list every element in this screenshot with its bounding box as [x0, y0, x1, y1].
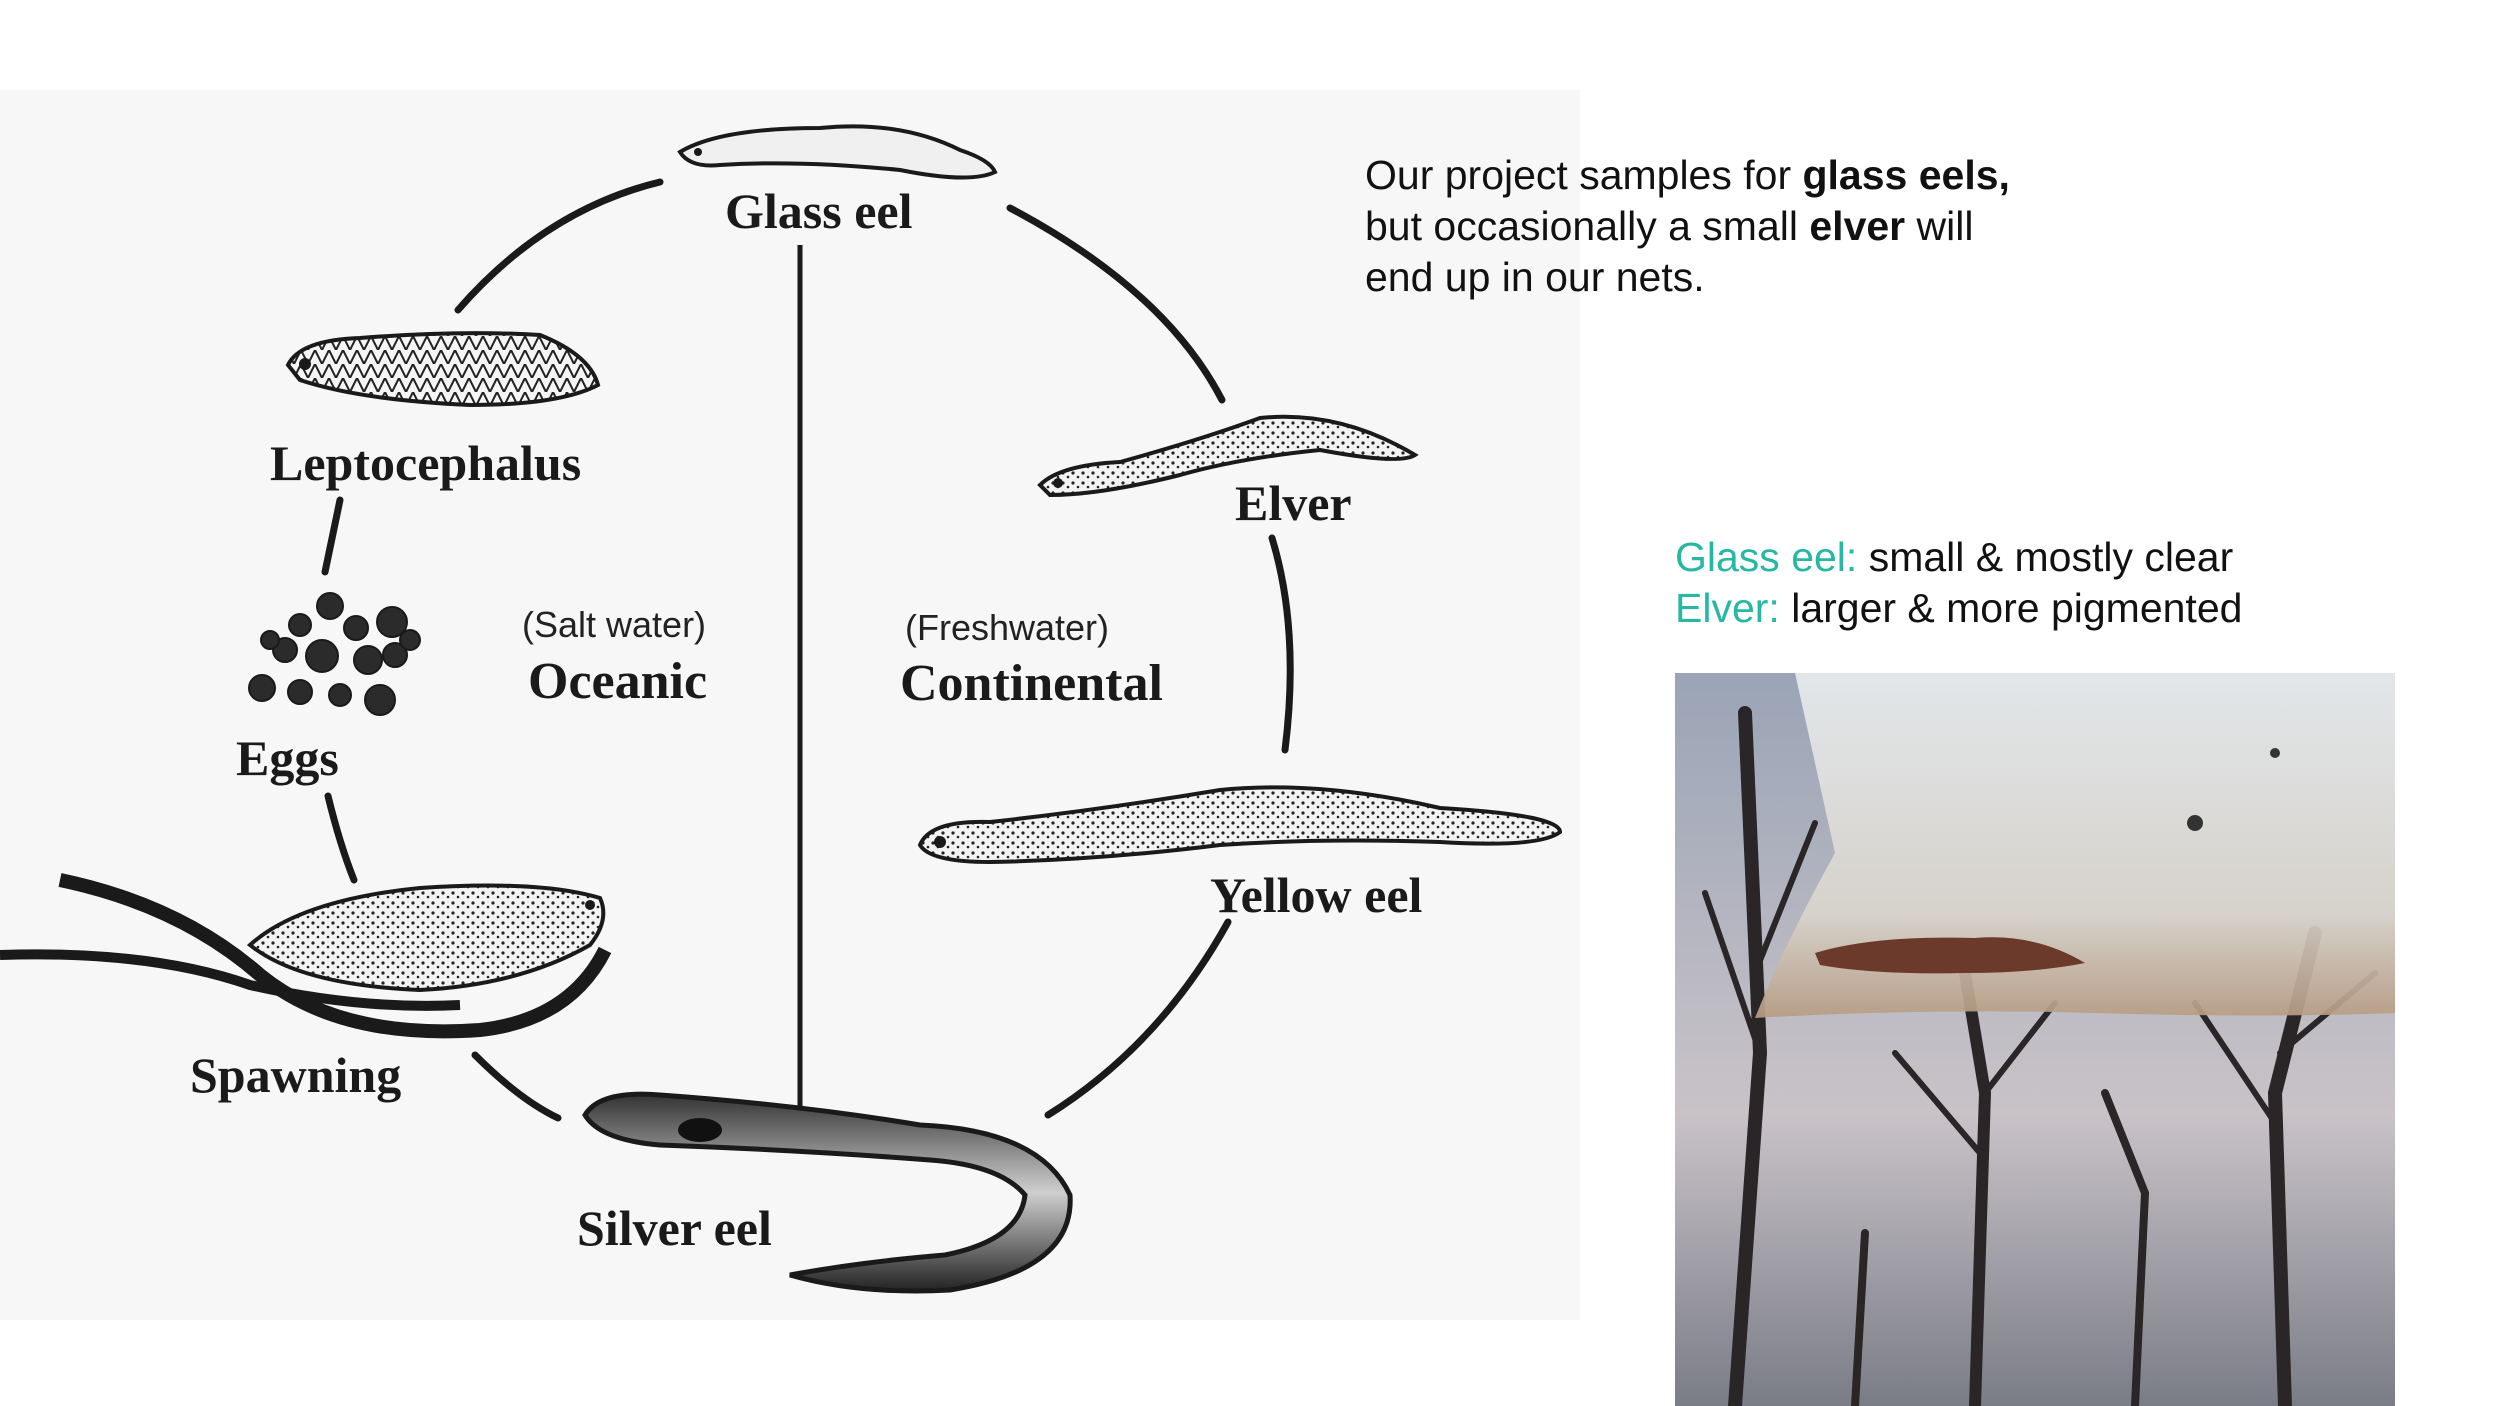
label-freshwater: (Freshwater): [905, 607, 1109, 648]
connector-spawning-to-silver: [471, 1051, 562, 1122]
eel-life-cycle-diagram: Glass eel Leptocephalus Elver Eggs Yello…: [0, 124, 1563, 1294]
glass-eel-illustration: [677, 124, 998, 180]
label-elver: Elver: [1235, 475, 1352, 531]
leptocephalus-illustration: [285, 331, 601, 408]
sample-bag-photo: [1675, 673, 2395, 1406]
eggs-illustration: [248, 592, 421, 716]
label-silver-eel: Silver eel: [577, 1200, 772, 1256]
label-spawning: Spawning: [190, 1047, 401, 1103]
water-bag: [1755, 673, 2395, 1018]
elver-emphasis: elver: [1809, 203, 1906, 249]
intro-line-3: end up in our nets.: [1365, 254, 1705, 300]
label-leptocephalus: Leptocephalus: [270, 435, 581, 491]
label-yellow-eel: Yellow eel: [1210, 867, 1423, 923]
legend-glass-eel: Glass eel: small & mostly clear: [1675, 534, 2234, 580]
spawning-illustration: [0, 873, 612, 1039]
label-continental: Continental: [900, 655, 1163, 712]
connector-yellow-to-silver: [1044, 918, 1232, 1119]
project-description: Our project samples for glass eels, but …: [1365, 150, 2125, 303]
comparison-legend: Glass eel: small & mostly clear Elver: l…: [1675, 532, 2435, 634]
connector-lepto-to-eggs: [321, 496, 344, 576]
connector-eggs-to-spawning: [324, 792, 358, 884]
connector-glass-to-elver: [1006, 204, 1226, 404]
legend-elver: Elver: larger & more pigmented: [1675, 585, 2243, 631]
connector-elver-to-yellow: [1268, 534, 1294, 754]
cycle-connectors: [321, 178, 1294, 1122]
eel-in-bag: [1815, 937, 2085, 974]
legend-glass-term: Glass eel:: [1675, 534, 1858, 580]
connector-leptocephalus-to-glass: [454, 178, 664, 314]
silver-eel-illustration: [582, 1091, 1073, 1294]
yellow-eel-illustration: [917, 785, 1563, 865]
label-glass-eel: Glass eel: [725, 183, 913, 239]
label-oceanic: Oceanic: [528, 653, 707, 710]
intro-line-1: Our project samples for glass eels,: [1365, 152, 2010, 198]
intro-line-2: but occasionally a small elver will: [1365, 203, 1974, 249]
label-eggs: Eggs: [236, 730, 339, 786]
glass-eels-emphasis: glass eels,: [1802, 152, 2010, 198]
elver-illustration: [1037, 414, 1419, 498]
legend-elver-term: Elver:: [1675, 585, 1780, 631]
label-salt-water: (Salt water): [522, 604, 706, 645]
